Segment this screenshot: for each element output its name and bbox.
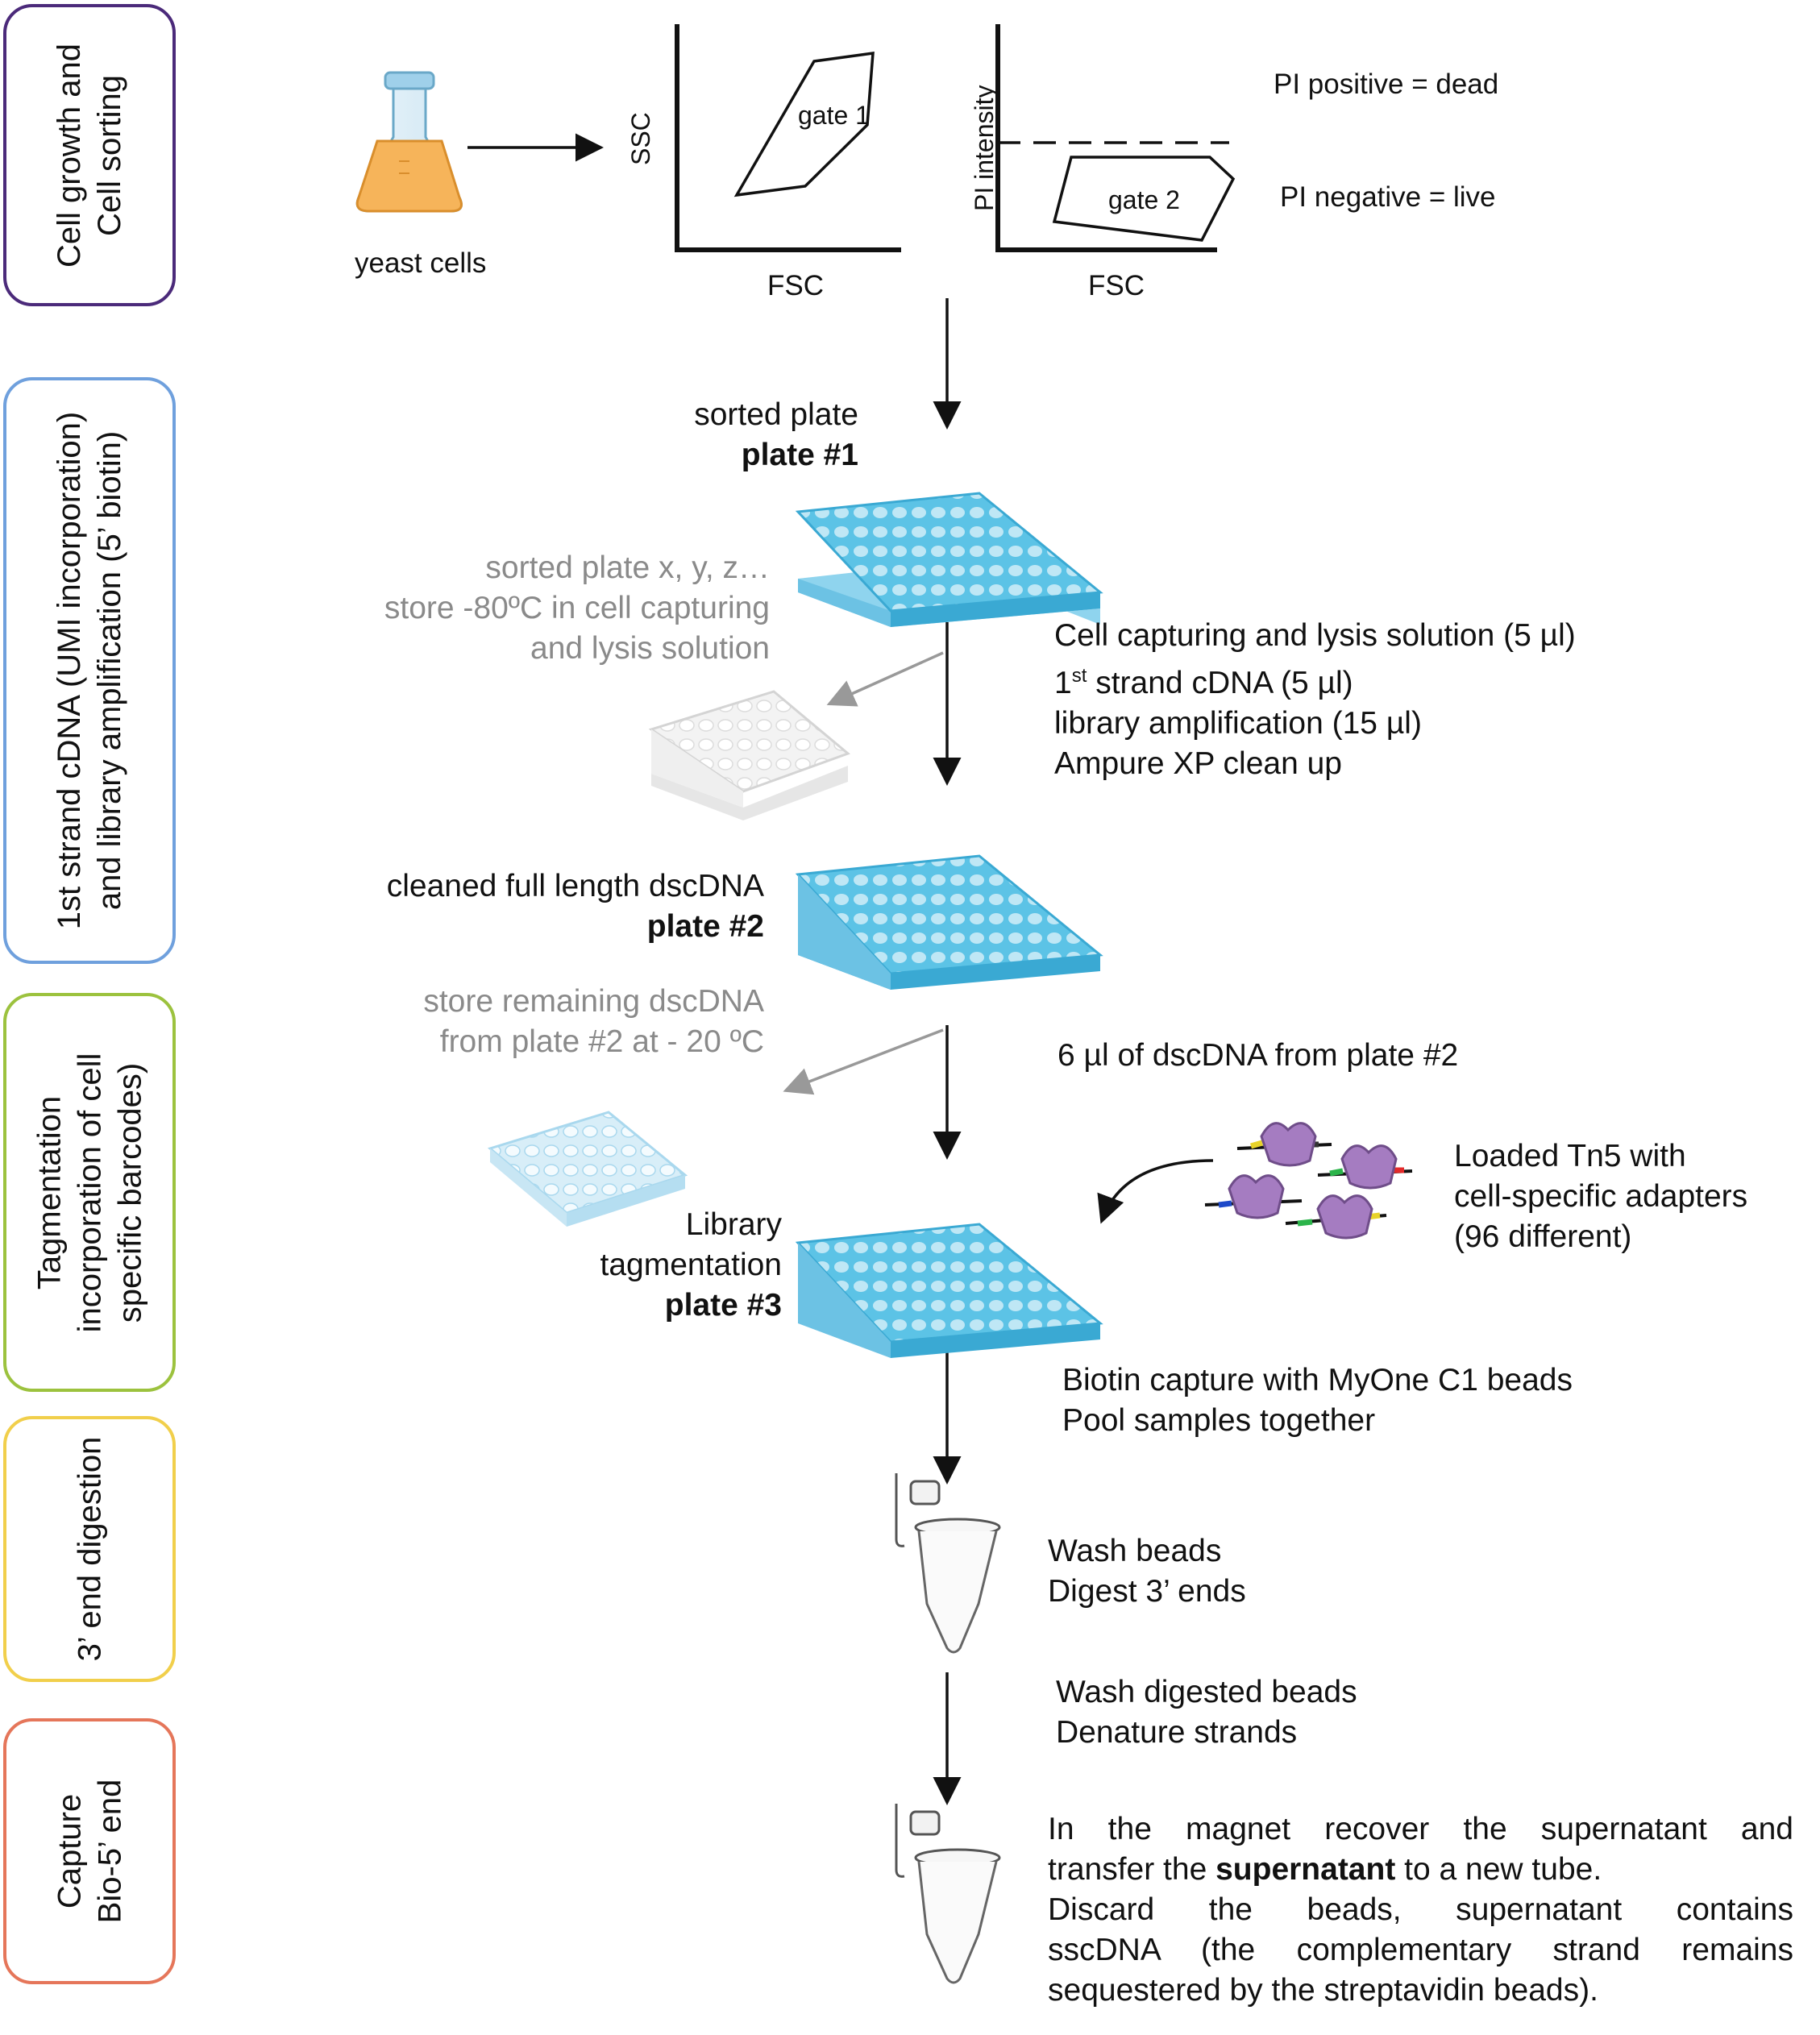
gate-2-polygon xyxy=(1052,156,1236,242)
steps1-line3: library amplification (15 µl) xyxy=(1054,706,1422,741)
storage1-line1: sorted plate x, y, z… xyxy=(485,550,770,585)
final-line1: In the magnet recover the supernatant an… xyxy=(1048,1812,1793,1846)
plate1-line1: sorted plate xyxy=(694,397,858,432)
pi-positive-label: PI positive = dead xyxy=(1274,69,1499,100)
steps1-caption: Cell capturing and lysis solution (5 µl)… xyxy=(1054,616,1576,784)
steps1-line2-num: 1 xyxy=(1054,666,1072,700)
storage2-caption: store remaining dscDNA from plate #2 at … xyxy=(339,982,764,1062)
plate2-caption: cleaned full length dscDNA plate #2 xyxy=(306,866,764,947)
plot-ssc-fsc xyxy=(675,24,901,252)
final-line2c: to a new tube. xyxy=(1395,1852,1602,1887)
tn5-line3: (96 different) xyxy=(1454,1219,1632,1254)
final-line5: sequestered by the streptavidin beads). xyxy=(1048,1973,1598,2008)
arrow-to-storage-plate2 xyxy=(783,1028,944,1095)
steps1-line2: 1st strand cDNA (5 µl) xyxy=(1054,656,1576,704)
steps3-caption: Biotin capture with MyOne C1 beads Pool … xyxy=(1062,1360,1573,1441)
storage2-line2: from plate #2 at - 20 ºC xyxy=(439,1024,764,1059)
stage-box-cdna: 1st strand cDNA (UMI incorporation) and … xyxy=(3,377,176,964)
tn5-line2: cell-specific adapters xyxy=(1454,1179,1748,1214)
stage-box-tagmentation: Tagmentation incorporation of cell speci… xyxy=(3,993,176,1392)
plate3-caption: Library tagmentation plate #3 xyxy=(516,1205,783,1326)
flask-icon xyxy=(355,71,463,213)
pi-negative-label: PI negative = live xyxy=(1280,181,1496,213)
plate2-line1: cleaned full length dscDNA xyxy=(386,869,764,903)
plate3-icon xyxy=(795,1223,1103,1358)
steps1-line2-rest: strand cDNA (5 µl) xyxy=(1087,666,1353,700)
stage-box-capture: Capture Bio-5’ end xyxy=(3,1718,176,1984)
steps3-line1: Biotin capture with MyOne C1 beads xyxy=(1062,1363,1573,1398)
arrow-tn5-to-plate3 xyxy=(1097,1159,1214,1224)
final-line2: transfer the supernatant to a new tube. xyxy=(1048,1850,1793,1890)
plot2-gate-label: gate 2 xyxy=(1108,185,1180,214)
steps5-caption: Wash digested beads Denature strands xyxy=(1056,1672,1357,1753)
steps1-line4: Ampure XP clean up xyxy=(1054,746,1342,781)
steps2-caption: 6 µl of dscDNA from plate #2 xyxy=(1058,1038,1459,1073)
tn5-line1: Loaded Tn5 with xyxy=(1454,1139,1686,1173)
stage-box-digestion: 3’ end digestion xyxy=(3,1416,176,1682)
plate2-line2: plate #2 xyxy=(646,909,764,944)
plot1-gate-label: gate 1 xyxy=(798,101,870,130)
plot1-xlabel: FSC xyxy=(767,270,824,301)
tn5-icon xyxy=(1204,1122,1413,1240)
final-line3: Discard the beads, supernatant contains xyxy=(1048,1892,1793,1927)
steps5-line1: Wash digested beads xyxy=(1056,1675,1357,1709)
steps4-caption: Wash beads Digest 3’ ends xyxy=(1048,1531,1246,1612)
storage1-line3: and lysis solution xyxy=(530,631,770,666)
plot2-ylabel: PI intensity xyxy=(970,85,999,211)
steps4-line2: Digest 3’ ends xyxy=(1048,1574,1246,1609)
storage-plate1-icon xyxy=(648,690,850,820)
plate1-caption: sorted plate plate #1 xyxy=(613,395,858,476)
tn5-caption: Loaded Tn5 with cell-specific adapters (… xyxy=(1454,1136,1747,1257)
steps1-line1: Cell capturing and lysis solution (5 µl) xyxy=(1054,618,1576,653)
arrow-to-storage-plate1 xyxy=(826,651,944,707)
plate2-icon xyxy=(795,854,1103,990)
plot-pi-fsc xyxy=(995,24,1236,252)
final-line2b: supernatant xyxy=(1215,1852,1396,1887)
tube2-icon xyxy=(895,1804,1001,1984)
steps3-line2: Pool samples together xyxy=(1062,1403,1376,1438)
steps4-line1: Wash beads xyxy=(1048,1534,1222,1568)
flask-label: yeast cells xyxy=(355,247,487,279)
tube1-icon xyxy=(895,1473,1001,1654)
steps1-line2-sup: st xyxy=(1071,665,1087,687)
storage1-line2: store -80ºC in cell capturing xyxy=(384,591,770,625)
storage2-line1: store remaining dscDNA xyxy=(423,984,764,1019)
storage-plate2-icon xyxy=(487,1111,688,1227)
plate3-line2: tagmentation xyxy=(600,1248,783,1282)
plate1-icon xyxy=(795,492,1103,627)
steps5-line2: Denature strands xyxy=(1056,1715,1298,1750)
plot1-ylabel: SSC xyxy=(626,112,655,165)
final-line4: sscDNA (the complementary strand remains xyxy=(1048,1933,1793,1967)
final-paragraph: In the magnet recover the supernatant an… xyxy=(1048,1809,1793,2011)
plate1-line2: plate #1 xyxy=(741,438,858,472)
plate3-line1: Library xyxy=(685,1207,782,1242)
plate3-line3: plate #3 xyxy=(664,1288,782,1323)
gate-1-polygon xyxy=(733,51,875,197)
storage1-caption: sorted plate x, y, z… store -80ºC in cel… xyxy=(290,548,770,669)
final-line2a: transfer the xyxy=(1048,1852,1216,1887)
stage-box-cell-sorting: Cell growth and Cell sorting xyxy=(3,4,176,306)
plot2-xlabel: FSC xyxy=(1088,270,1145,301)
